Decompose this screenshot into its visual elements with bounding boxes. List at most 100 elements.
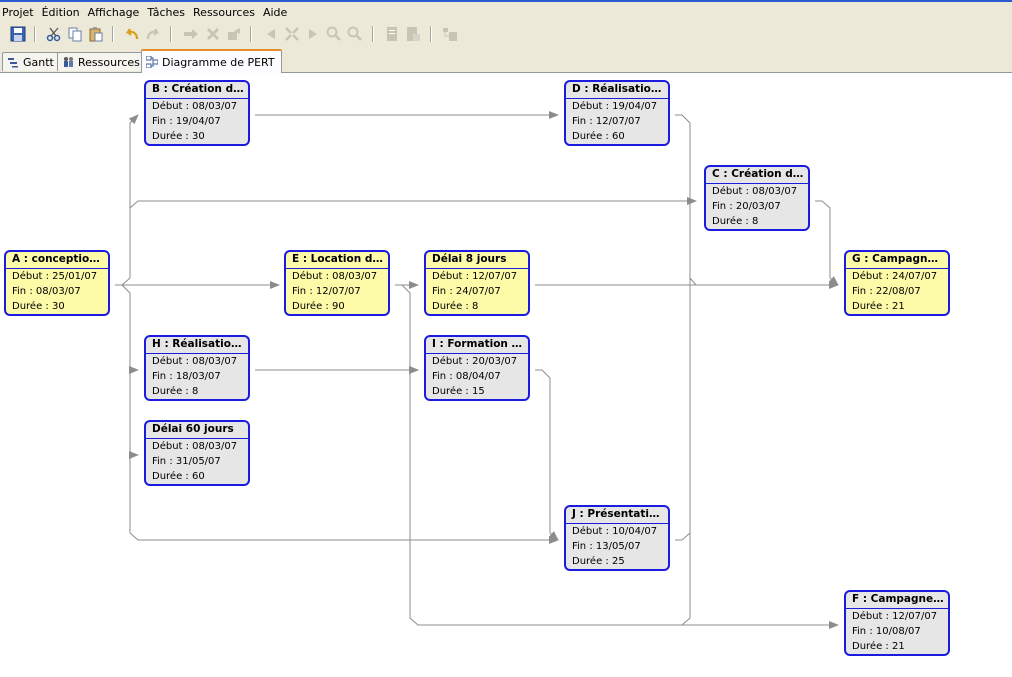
task-node-a[interactable]: A : conception d... Début : 25/01/07 Fin…	[4, 250, 110, 316]
task-end: Fin : 08/04/07	[432, 371, 501, 382]
task-end: Fin : 31/05/07	[152, 456, 221, 467]
link-a-c	[129, 197, 697, 209]
notes-icon[interactable]	[404, 25, 422, 43]
task-title: H : Réalisation d...	[146, 337, 248, 354]
menu-affichage[interactable]: Affichage	[87, 5, 140, 19]
link-a-d60	[129, 370, 139, 459]
task-start: Début : 12/07/07	[432, 271, 518, 282]
tab-diagramme-pert[interactable]: Diagramme de PERT	[141, 49, 282, 73]
task-title: Délai 60 jours	[146, 422, 248, 439]
view-tabs: Gantt Ressources Diagramme de PERT	[0, 48, 1012, 73]
task-start: Début : 08/03/07	[152, 441, 238, 452]
link-c-g	[815, 200, 839, 286]
task-title: F : Campagne d'...	[846, 592, 948, 609]
task-start: Début : 25/01/07	[12, 271, 98, 282]
task-start: Début : 08/03/07	[152, 356, 238, 367]
menu-projet[interactable]: Projet	[2, 5, 34, 19]
task-end: Fin : 18/03/07	[152, 371, 221, 382]
task-node-e[interactable]: E : Location des... Début : 08/03/07 Fin…	[284, 250, 390, 316]
paste-icon[interactable]	[87, 25, 105, 43]
menu-edition[interactable]: Édition	[41, 5, 80, 19]
task-end: Fin : 20/03/07	[712, 201, 781, 212]
menu-aide[interactable]: Aide	[262, 5, 288, 19]
link-e-f	[401, 284, 839, 629]
link-i-j	[535, 369, 559, 541]
link-a-h	[121, 284, 139, 374]
tab-label: Ressources	[78, 55, 140, 69]
toolbar-separator	[170, 26, 172, 42]
task-start: Début : 08/03/07	[152, 101, 238, 112]
resources-icon	[62, 56, 74, 68]
task-title: J : Présentation...	[566, 507, 668, 524]
task-start: Début : 08/03/07	[292, 271, 378, 282]
task-title: G : Campagne p...	[846, 252, 948, 269]
task-node-delai-8-jours[interactable]: Délai 8 jours Début : 12/07/07 Fin : 24/…	[424, 250, 530, 316]
task-start: Début : 10/04/07	[572, 526, 658, 537]
task-end: Fin : 10/08/07	[852, 626, 921, 637]
calendar-icon[interactable]	[441, 25, 459, 43]
task-node-d[interactable]: D : Réalisation de... Début : 19/04/07 F…	[564, 80, 670, 146]
link-d-f	[675, 114, 691, 626]
task-title: I : Formation des...	[426, 337, 528, 354]
undo-icon[interactable]	[123, 25, 141, 43]
task-end: Fin : 12/07/07	[572, 116, 641, 127]
task-duration: Durée : 60	[572, 131, 625, 142]
properties-icon[interactable]	[383, 25, 401, 43]
tab-label: Diagramme de PERT	[162, 55, 275, 69]
cut-icon[interactable]	[45, 25, 63, 43]
toolbar-separator	[250, 26, 252, 42]
gantt-icon	[7, 56, 19, 68]
delete-icon[interactable]	[204, 25, 222, 43]
left-arrow-icon[interactable]	[262, 25, 280, 43]
tab-gantt[interactable]: Gantt	[2, 52, 61, 71]
task-node-i[interactable]: I : Formation des... Début : 20/03/07 Fi…	[424, 335, 530, 401]
unlink-icon[interactable]	[225, 25, 243, 43]
tab-ressources[interactable]: Ressources	[57, 52, 147, 71]
task-duration: Durée : 21	[852, 301, 905, 312]
task-start: Début : 24/07/07	[852, 271, 938, 282]
task-title: B : Création de l'...	[146, 82, 248, 99]
link-d-g	[689, 277, 697, 286]
tab-label: Gantt	[23, 55, 54, 69]
task-title: C : Création de l...	[706, 167, 808, 184]
task-end: Fin : 22/08/07	[852, 286, 921, 297]
save-icon[interactable]	[9, 25, 27, 43]
task-end: Fin : 12/07/07	[292, 286, 361, 297]
task-title: D : Réalisation de...	[566, 82, 668, 99]
menu-taches[interactable]: Tâches	[147, 5, 186, 19]
redo-icon[interactable]	[144, 25, 162, 43]
task-node-b[interactable]: B : Création de l'... Début : 08/03/07 F…	[144, 80, 250, 146]
task-node-c[interactable]: C : Création de l... Début : 08/03/07 Fi…	[704, 165, 810, 231]
task-node-h[interactable]: H : Réalisation d... Début : 08/03/07 Fi…	[144, 335, 250, 401]
task-duration: Durée : 30	[152, 131, 205, 142]
task-node-g[interactable]: G : Campagne p... Début : 24/07/07 Fin :…	[844, 250, 950, 316]
task-duration: Durée : 15	[432, 386, 485, 397]
pert-diagram-canvas: A : conception d... Début : 25/01/07 Fin…	[0, 73, 1012, 677]
task-start: Début : 19/04/07	[572, 101, 658, 112]
task-duration: Durée : 8	[432, 301, 479, 312]
menu-bar: Projet Édition Affichage Tâches Ressourc…	[0, 2, 1012, 22]
task-duration: Durée : 8	[152, 386, 199, 397]
menu-ressources[interactable]: Ressources	[193, 5, 255, 19]
toolbar-separator	[372, 26, 374, 42]
task-title: A : conception d...	[6, 252, 108, 269]
task-duration: Durée : 90	[292, 301, 345, 312]
dependency-links	[115, 111, 839, 629]
link-icon[interactable]	[182, 25, 200, 43]
right-arrow-icon[interactable]	[304, 25, 322, 43]
task-end: Fin : 19/04/07	[152, 116, 221, 127]
collapse-icon[interactable]	[283, 25, 301, 43]
task-start: Début : 20/03/07	[432, 356, 518, 367]
task-duration: Durée : 60	[152, 471, 205, 482]
pert-icon	[146, 56, 158, 68]
zoom-in-icon[interactable]	[325, 25, 343, 43]
task-start: Début : 12/07/07	[852, 611, 938, 622]
link-a-b	[115, 114, 139, 286]
task-node-j[interactable]: J : Présentation... Début : 10/04/07 Fin…	[564, 505, 670, 571]
task-node-f[interactable]: F : Campagne d'... Début : 12/07/07 Fin …	[844, 590, 950, 656]
copy-icon[interactable]	[66, 25, 84, 43]
task-node-delai-60-jours[interactable]: Délai 60 jours Début : 08/03/07 Fin : 31…	[144, 420, 250, 486]
task-title: Délai 8 jours	[426, 252, 528, 269]
task-title: E : Location des...	[286, 252, 388, 269]
zoom-out-icon[interactable]	[346, 25, 364, 43]
